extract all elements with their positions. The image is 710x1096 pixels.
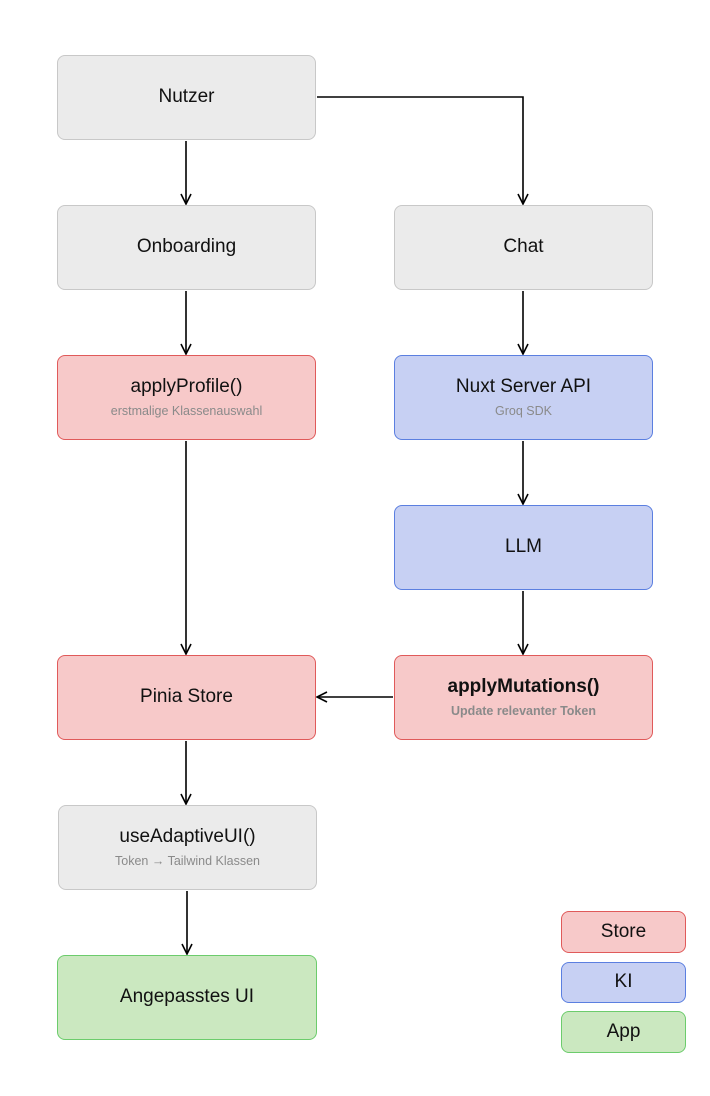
node-llm-label: LLM <box>505 536 542 558</box>
node-nutzer: Nutzer <box>57 55 316 140</box>
node-apply-profile-label: applyProfile() <box>130 376 243 398</box>
node-chat: Chat <box>394 205 653 290</box>
node-onboarding-label: Onboarding <box>136 236 237 258</box>
node-onboarding: Onboarding <box>57 205 316 290</box>
node-chat-label: Chat <box>503 236 544 258</box>
node-angepasstes-ui-label: Angepasstes UI <box>119 986 255 1008</box>
legend-item-app-label: App <box>606 1020 641 1042</box>
node-angepasstes-ui: Angepasstes UI <box>57 955 317 1040</box>
node-nuxt-server-api: Nuxt Server API Groq SDK <box>394 355 653 440</box>
node-llm: LLM <box>394 505 653 590</box>
node-nuxt-server-api-sublabel: Groq SDK <box>495 403 552 418</box>
edge-nutzer-chat <box>317 96 523 204</box>
legend-item-store: Store <box>561 911 686 953</box>
node-apply-mutations-label: applyMutations() <box>447 676 600 698</box>
node-pinia-store-label: Pinia Store <box>140 686 233 708</box>
legend-item-app: App <box>561 1011 686 1053</box>
node-use-adaptive-ui-label: useAdaptiveUI() <box>119 826 256 848</box>
node-use-adaptive-ui-sublabel: Token → Tailwind Klassen <box>115 853 260 868</box>
node-pinia-store: Pinia Store <box>57 655 316 740</box>
node-apply-mutations-sublabel: Update relevanter Token <box>451 703 596 718</box>
node-use-adaptive-ui: useAdaptiveUI() Token → Tailwind Klassen <box>58 805 317 890</box>
legend-item-store-label: Store <box>600 920 647 942</box>
node-apply-mutations: applyMutations() Update relevanter Token <box>394 655 653 740</box>
node-apply-profile: applyProfile() erstmalige Klassenauswahl <box>57 355 316 440</box>
legend-item-ki-label: KI <box>614 971 633 993</box>
node-apply-profile-sublabel: erstmalige Klassenauswahl <box>110 403 263 418</box>
node-nutzer-label: Nutzer <box>158 86 215 108</box>
node-nuxt-server-api-label: Nuxt Server API <box>455 376 592 398</box>
legend-item-ki: KI <box>561 962 686 1003</box>
